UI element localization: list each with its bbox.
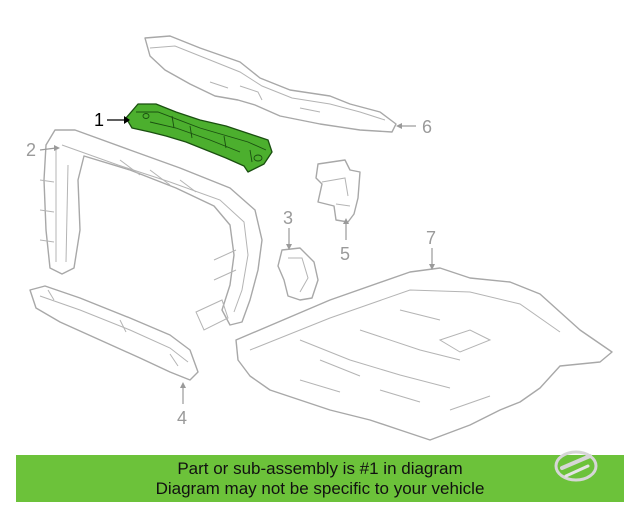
part-4-lower-tie-bar bbox=[29, 285, 199, 381]
part-7-splash-shield bbox=[235, 267, 613, 441]
logo-watermark-icon bbox=[554, 450, 598, 482]
banner-line-disclaimer: Diagram may not be specific to your vehi… bbox=[155, 478, 485, 498]
callout-4: 4 bbox=[177, 408, 187, 428]
part-3-bracket bbox=[277, 247, 319, 301]
callout-leaders bbox=[39, 116, 435, 404]
callout-5: 5 bbox=[340, 244, 350, 264]
part-1-center-support bbox=[125, 103, 273, 173]
parts-diagram: 1 2 3 4 5 6 7 bbox=[26, 35, 613, 441]
part-6-shield bbox=[144, 35, 397, 133]
callout-3: 3 bbox=[283, 208, 293, 228]
banner-line-part: Part or sub-assembly is #1 in diagram bbox=[177, 458, 463, 478]
callout-2: 2 bbox=[26, 140, 36, 160]
part-5-bracket bbox=[315, 159, 361, 223]
callout-1: 1 bbox=[94, 110, 104, 130]
info-banner: Part or sub-assembly is #1 in diagram Di… bbox=[16, 455, 624, 502]
callout-7: 7 bbox=[426, 228, 436, 248]
part-2-radiator-support bbox=[39, 129, 263, 331]
callout-6: 6 bbox=[422, 117, 432, 137]
